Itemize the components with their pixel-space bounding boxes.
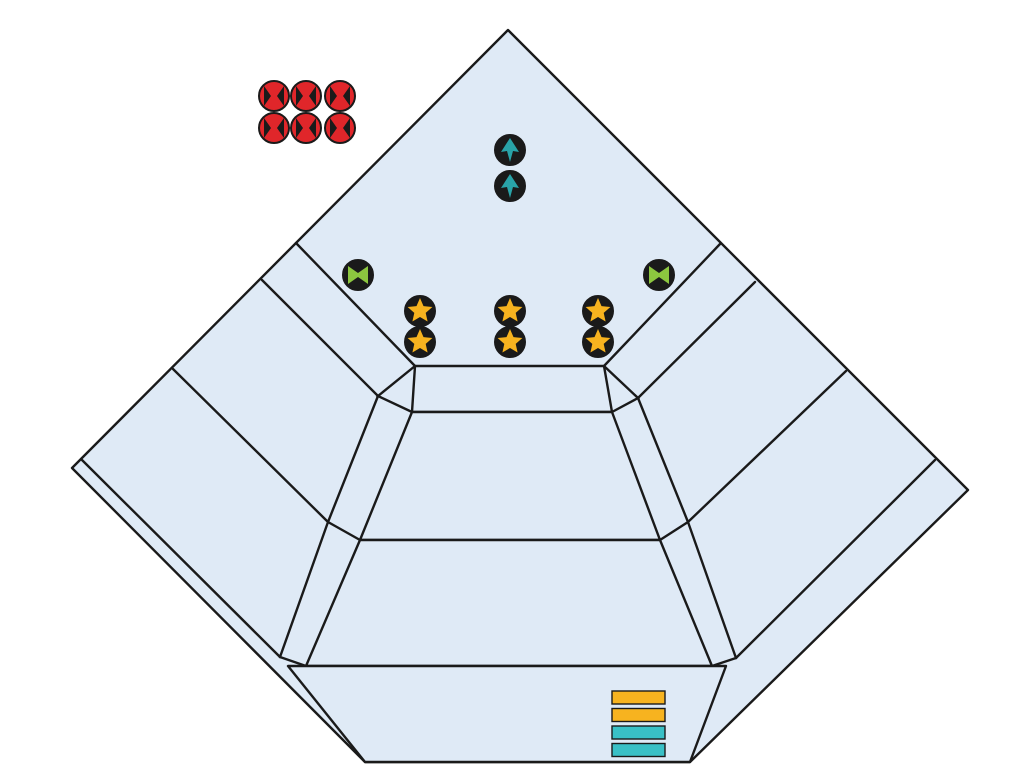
gold-token-6[interactable] — [582, 326, 614, 358]
x-mark-icon — [296, 86, 316, 106]
gold-token-3[interactable] — [494, 295, 526, 327]
teal-token-group — [494, 134, 526, 202]
green-token-group — [342, 259, 675, 291]
gold-token-2[interactable] — [404, 326, 436, 358]
red-token-group — [258, 80, 356, 144]
left-strip-line-1 — [260, 278, 380, 398]
left-strip-line-2 — [171, 367, 330, 524]
green-token-1[interactable] — [342, 259, 374, 291]
x-mark-icon — [296, 118, 316, 138]
gold-token-1[interactable] — [404, 295, 436, 327]
teal-token-1[interactable] — [494, 134, 526, 166]
center-top-cell — [410, 364, 614, 414]
x-mark-icon — [330, 118, 350, 138]
red-token-1[interactable] — [258, 80, 290, 112]
bar-gold-2 — [611, 707, 666, 723]
red-token-6[interactable] — [324, 112, 356, 144]
top-zone-right-border — [602, 242, 722, 368]
x-mark-icon — [264, 86, 284, 106]
top-zone-left-border — [294, 241, 417, 368]
green-token-2[interactable] — [643, 259, 675, 291]
teal-token-2[interactable] — [494, 170, 526, 202]
gold-token-4[interactable] — [494, 326, 526, 358]
bowtie-icon — [649, 266, 669, 284]
right-strip-line-2 — [686, 369, 848, 524]
bar-gold-1 — [611, 690, 666, 705]
bar-teal-1 — [611, 725, 666, 740]
center-middle-cell — [358, 410, 662, 542]
bar-stack — [611, 690, 666, 758]
x-mark-icon — [330, 86, 350, 106]
left-column-join-2 — [278, 655, 308, 668]
star-icon — [407, 298, 433, 322]
left-column-join-1 — [326, 520, 362, 542]
red-token-5[interactable] — [290, 112, 322, 144]
up-arrow-icon — [501, 174, 519, 198]
star-icon — [407, 329, 433, 353]
red-token-2[interactable] — [290, 80, 322, 112]
left-strip-line-3 — [80, 458, 282, 659]
center-lower-cell — [304, 538, 714, 668]
bar-teal-2 — [611, 742, 666, 758]
star-icon — [585, 329, 611, 353]
gold-token-group — [404, 295, 614, 358]
gold-token-5[interactable] — [582, 295, 614, 327]
right-strip-line-3 — [734, 458, 937, 660]
star-icon — [497, 298, 523, 322]
red-token-3[interactable] — [324, 80, 356, 112]
up-arrow-icon — [501, 138, 519, 162]
right-column-join-1 — [658, 520, 690, 542]
right-column-join-2 — [710, 656, 738, 668]
bowtie-icon — [348, 266, 368, 284]
star-icon — [585, 298, 611, 322]
x-mark-icon — [264, 118, 284, 138]
star-icon — [497, 329, 523, 353]
red-token-4[interactable] — [258, 112, 290, 144]
right-strip-line-1 — [636, 280, 757, 400]
